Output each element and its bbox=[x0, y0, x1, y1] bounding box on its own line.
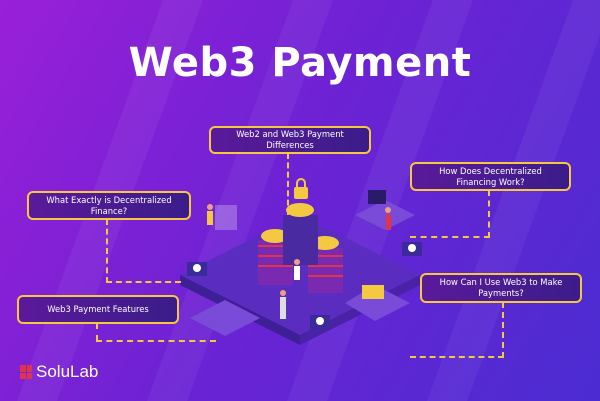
desk-right bbox=[355, 200, 415, 230]
person-figure bbox=[385, 207, 391, 230]
monitor bbox=[368, 190, 386, 204]
desk-bottom-right bbox=[345, 285, 410, 321]
solulab-logo: SoluLab bbox=[20, 362, 98, 382]
lock-icon bbox=[294, 178, 308, 199]
connector-line bbox=[106, 219, 108, 283]
desk-left bbox=[190, 300, 260, 336]
logo-mark-icon bbox=[20, 365, 32, 379]
topic-web2-vs-web3: Web2 and Web3 Payment Differences bbox=[209, 126, 371, 154]
chart-screen bbox=[215, 205, 237, 230]
server-center bbox=[283, 203, 318, 265]
page-title: Web3 Payment bbox=[128, 40, 472, 86]
connector-line bbox=[410, 356, 504, 358]
connector-line bbox=[287, 153, 289, 215]
connector-line bbox=[410, 236, 490, 238]
topic-what-is-defi: What Exactly is Decentralized Finance? bbox=[27, 191, 191, 220]
connector-line bbox=[502, 302, 504, 358]
connector-line bbox=[96, 323, 98, 341]
person-figure bbox=[280, 290, 286, 319]
person-figure bbox=[207, 204, 213, 225]
connector-line bbox=[106, 281, 181, 283]
gold-block bbox=[362, 285, 384, 299]
connector-line bbox=[488, 190, 490, 238]
person-figure bbox=[294, 259, 300, 280]
connector-line bbox=[96, 340, 216, 342]
topic-how-defi-works: How Does Decentralized Financing Work? bbox=[410, 162, 571, 191]
topic-how-to-pay: How Can I Use Web3 to Make Payments? bbox=[420, 273, 582, 303]
chip-icon bbox=[402, 242, 422, 256]
topic-payment-features: Web3 Payment Features bbox=[17, 295, 179, 324]
chip-icon bbox=[310, 315, 330, 329]
chip-icon bbox=[187, 262, 207, 276]
logo-text: SoluLab bbox=[36, 362, 99, 381]
